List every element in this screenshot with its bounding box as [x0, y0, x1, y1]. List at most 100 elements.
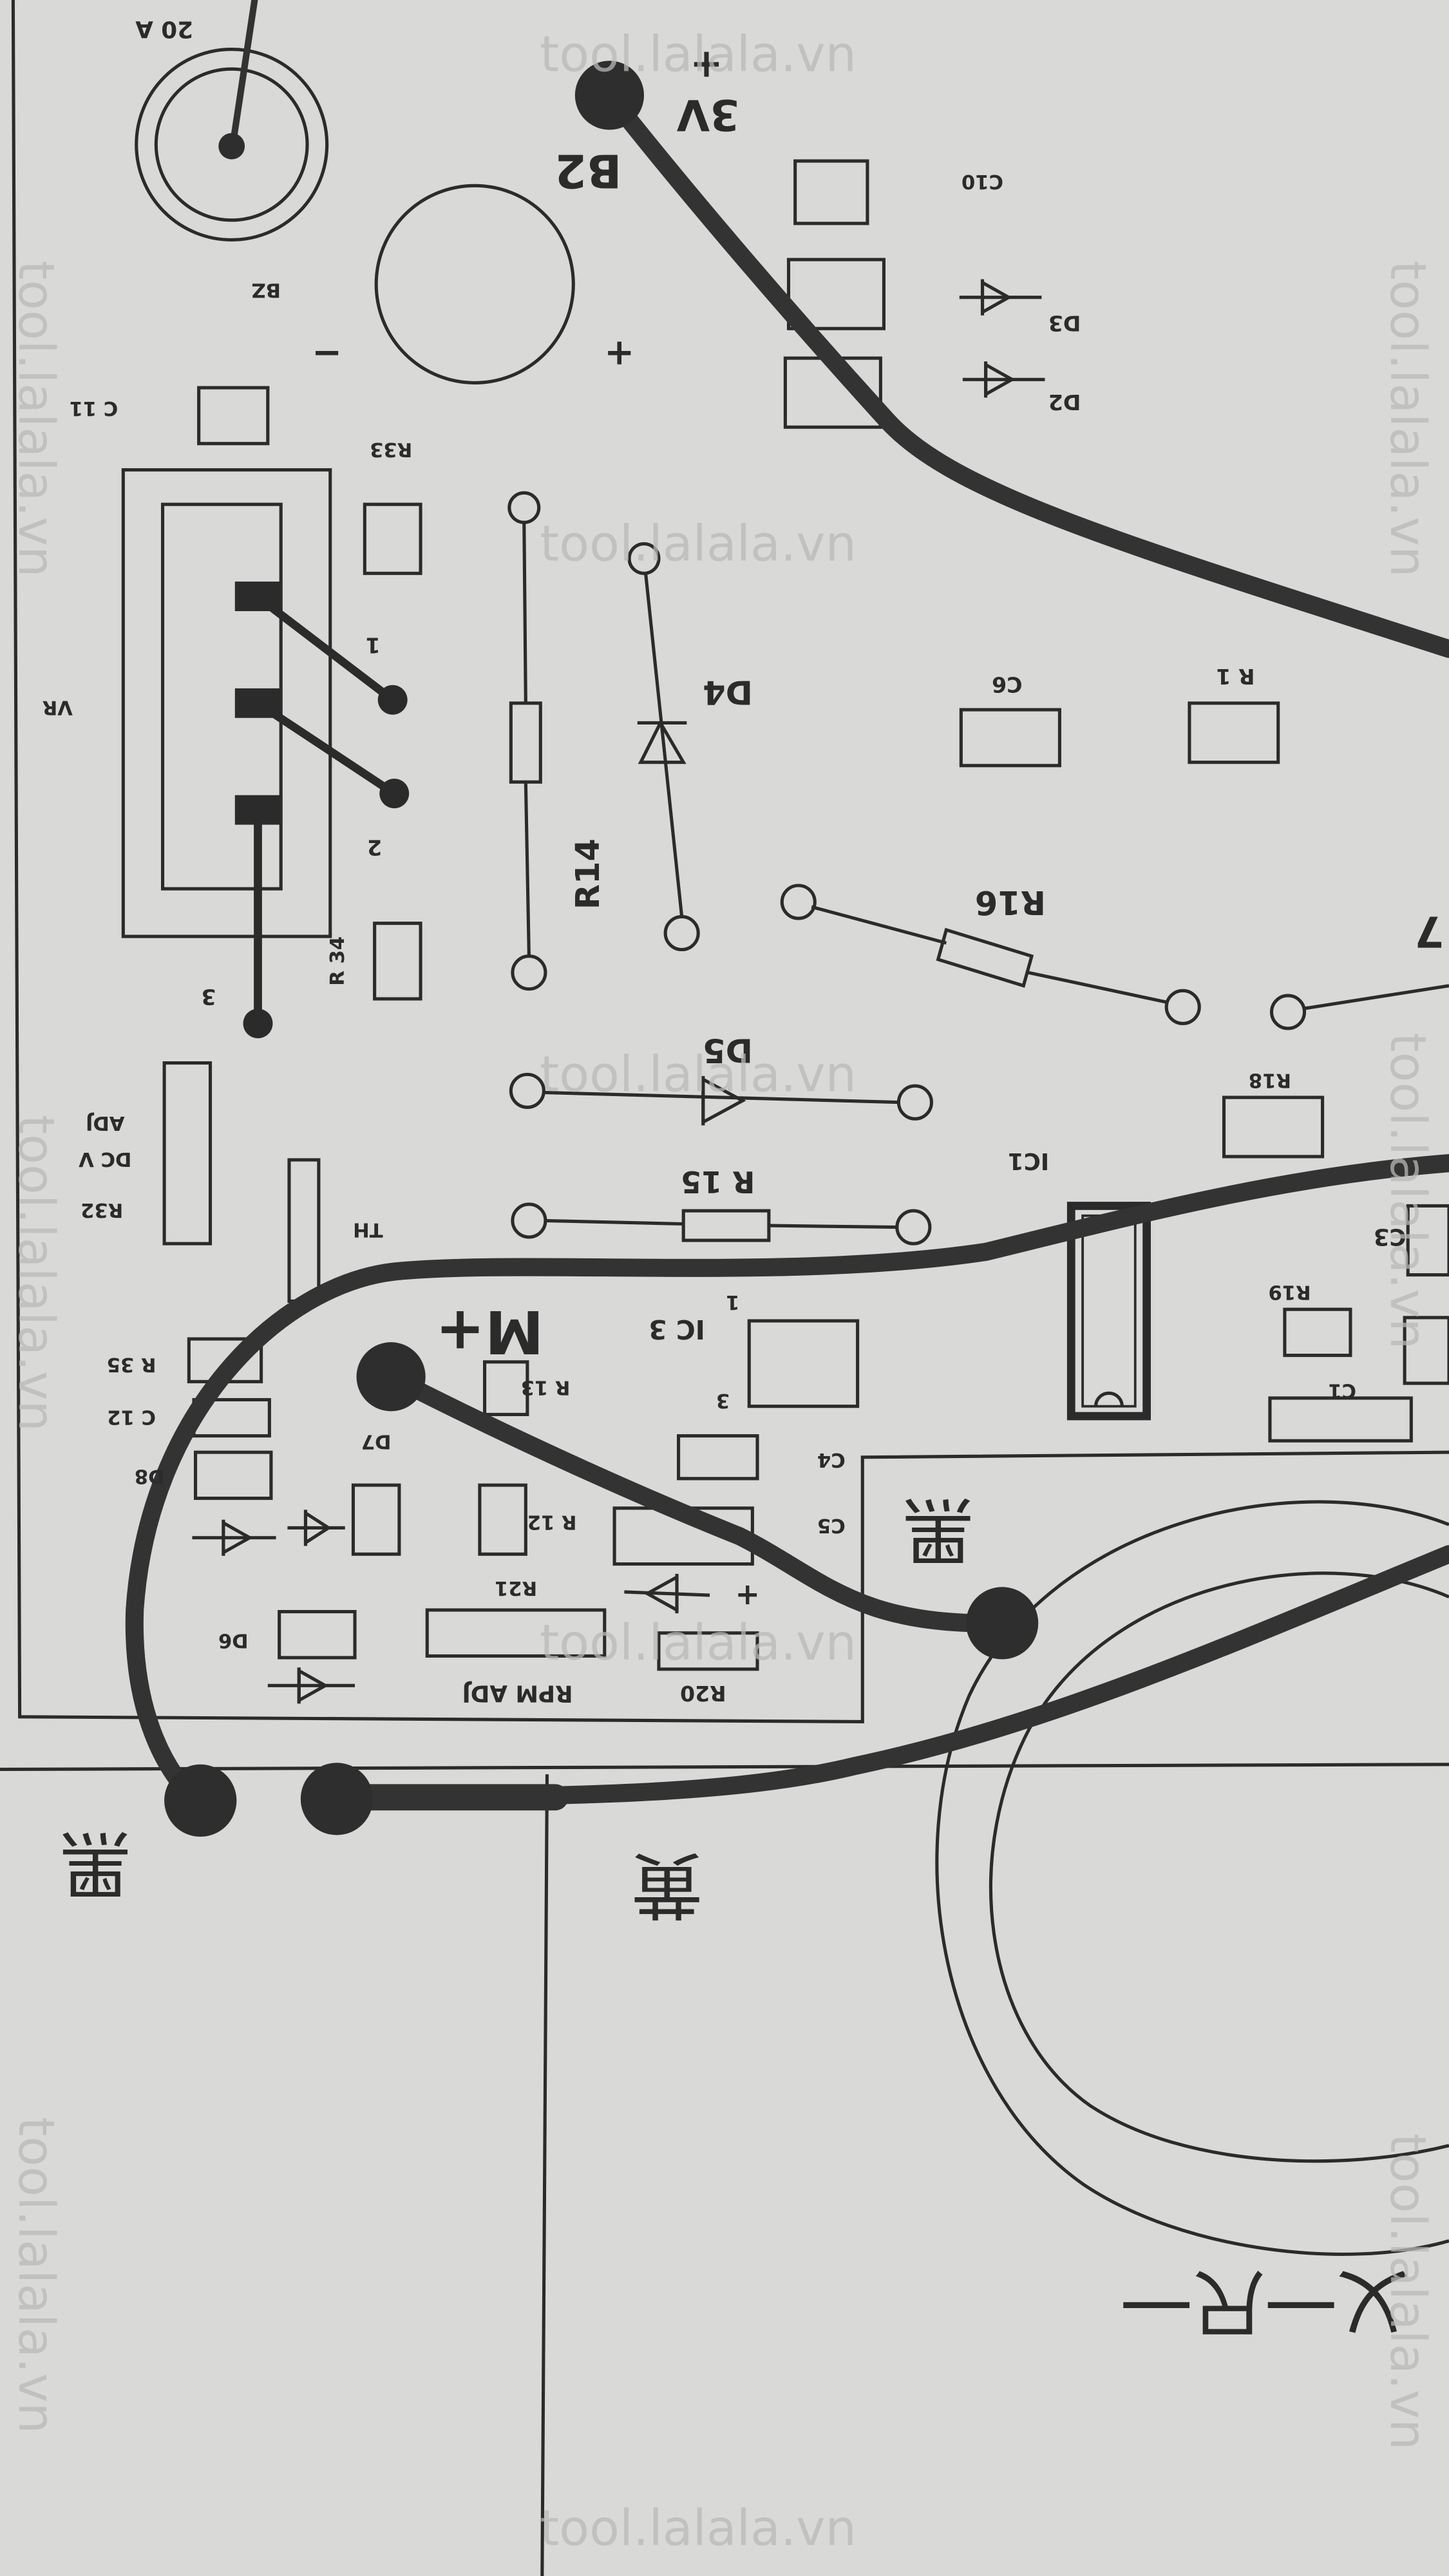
pad-c4 — [677, 1434, 759, 1481]
r16-lead-left — [811, 905, 947, 945]
watermark-left-mid: tool.lalala.vn — [7, 1115, 64, 1432]
axial-parts — [507, 491, 1449, 1245]
vr-leg-1 — [263, 600, 397, 705]
pad-right-edge-a — [1403, 1316, 1449, 1385]
label-mplus: M+ — [435, 1297, 544, 1366]
label-bz: BZ — [251, 278, 281, 301]
meter-ring-inner — [989, 1571, 1449, 2163]
label-r21: R21 — [495, 1577, 537, 1599]
label-d4: D4 — [703, 672, 753, 710]
pad-d7 — [351, 1483, 401, 1556]
joint-meter — [966, 1587, 1039, 1660]
meter-rings — [935, 1500, 1449, 2256]
label-c10: C10 — [961, 170, 1003, 193]
components — [121, 47, 1449, 1671]
d4-hole-top — [627, 542, 661, 575]
r16-body — [936, 927, 1034, 988]
label-d6: D6 — [218, 1629, 249, 1651]
label-r32: R32 — [80, 1198, 123, 1221]
watermark-bottom: tool.lalala.vn — [540, 2500, 857, 2557]
jack-20a-outer-ring — [135, 47, 329, 242]
label-r15: R 15 — [681, 1164, 755, 1199]
label-rpm-adj: RPM ADJ — [462, 1680, 573, 1707]
r16-hole-right — [1164, 989, 1201, 1025]
label-dcv: DC V — [79, 1148, 132, 1170]
pad-r19 — [1283, 1307, 1352, 1358]
c5-diode-line — [624, 1590, 710, 1597]
label-d2: D2 — [1048, 390, 1081, 415]
label-r20: R20 — [680, 1681, 726, 1706]
label-cjk-bottom: 乂一尺一 — [1121, 2260, 1410, 2344]
vr-leg-2 — [263, 705, 399, 798]
outline-vertical-divider — [540, 1774, 549, 2576]
pad-c1 — [1268, 1396, 1413, 1443]
label-b2: B2 — [554, 144, 621, 198]
watermark-left-top: tool.lalala.vn — [7, 261, 64, 578]
pad-c6 — [959, 708, 1061, 768]
label-minus-bz: − — [312, 332, 342, 374]
pad-r18 — [1222, 1095, 1325, 1159]
d5-lead — [544, 1090, 901, 1104]
edge-resistor-hole — [1269, 994, 1307, 1030]
d4-lead — [644, 573, 684, 917]
label-r33: R33 — [370, 438, 412, 460]
joint-20a — [218, 133, 245, 160]
watermark-left-bottom: tool.lalala.vn — [7, 2117, 64, 2434]
label-c3: C3 — [1374, 1223, 1406, 1249]
label-3v: 3V — [677, 90, 739, 140]
pad-r13 — [483, 1360, 529, 1416]
label-ic3-pin1: 1 — [726, 1291, 739, 1313]
watermark-top: tool.lalala.vn — [540, 26, 857, 83]
wire-mplus — [382, 1367, 1012, 1633]
label-r1: R 1 — [1216, 664, 1255, 689]
outline-main — [11, 0, 1449, 1724]
joint-black — [164, 1764, 237, 1837]
label-c5: C5 — [817, 1514, 846, 1537]
r14-lead-bottom — [524, 782, 531, 956]
label-adj: ADJ — [86, 1112, 125, 1134]
watermark-right-bottom: tool.lalala.vn — [1379, 2134, 1436, 2450]
label-r19: R19 — [1268, 1281, 1311, 1303]
r15-hole-left — [511, 1202, 547, 1239]
d5-hole-right — [896, 1084, 933, 1121]
label-cjk-mid: 黄 — [631, 1842, 703, 1926]
label-c12: C 12 — [107, 1405, 156, 1428]
watermarks: tool.lalala.vn tool.lalala.vn tool.lalal… — [7, 26, 1436, 2557]
r14-hole-bottom — [511, 954, 547, 991]
wire-black-left — [125, 1154, 1449, 1814]
label-ic3: IC 3 — [649, 1314, 705, 1345]
pad-d8 — [194, 1450, 273, 1501]
small-diodes — [192, 279, 1045, 1704]
pad-c11 — [197, 386, 270, 446]
label-c1: C1 — [1328, 1379, 1356, 1402]
pad-c3 — [1406, 1204, 1449, 1277]
label-vr: VR — [43, 696, 73, 718]
labels: 20 A BZ C 11 R33 VR 1 2 3 R 34 R32 DC V … — [43, 15, 1444, 2343]
watermark-right-mid: tool.lalala.vn — [1379, 1033, 1436, 1350]
edge-resistor-lead — [1302, 984, 1449, 1010]
label-c11: C 11 — [70, 397, 118, 419]
label-ic1: IC1 — [1008, 1148, 1049, 1174]
label-d3: D3 — [1048, 311, 1081, 336]
label-20a: 20 A — [135, 15, 193, 42]
watermark-center: tool.lalala.vn — [540, 515, 857, 573]
pad-r21 — [425, 1608, 607, 1658]
r15-lead-right — [768, 1224, 899, 1229]
pad-r33 — [363, 502, 422, 575]
label-r35: R 35 — [107, 1353, 156, 1376]
outline-bottom-edge — [0, 1763, 1449, 1771]
jack-20a-inner-ring — [154, 67, 309, 222]
r15-lead-left — [544, 1218, 684, 1226]
label-ic3-pin3: 3 — [716, 1389, 730, 1412]
label-vr-pin3: 3 — [201, 984, 216, 1009]
label-r18: R18 — [1249, 1069, 1291, 1092]
label-plus-c5: + — [735, 1578, 759, 1613]
watermark-mid: tool.lalala.vn — [540, 1046, 857, 1103]
d4-triangle — [638, 719, 687, 764]
label-vr-pin1: 1 — [366, 633, 381, 658]
watermark-lower: tool.lalala.vn — [540, 1615, 857, 1672]
label-r12: R 12 — [527, 1511, 577, 1533]
